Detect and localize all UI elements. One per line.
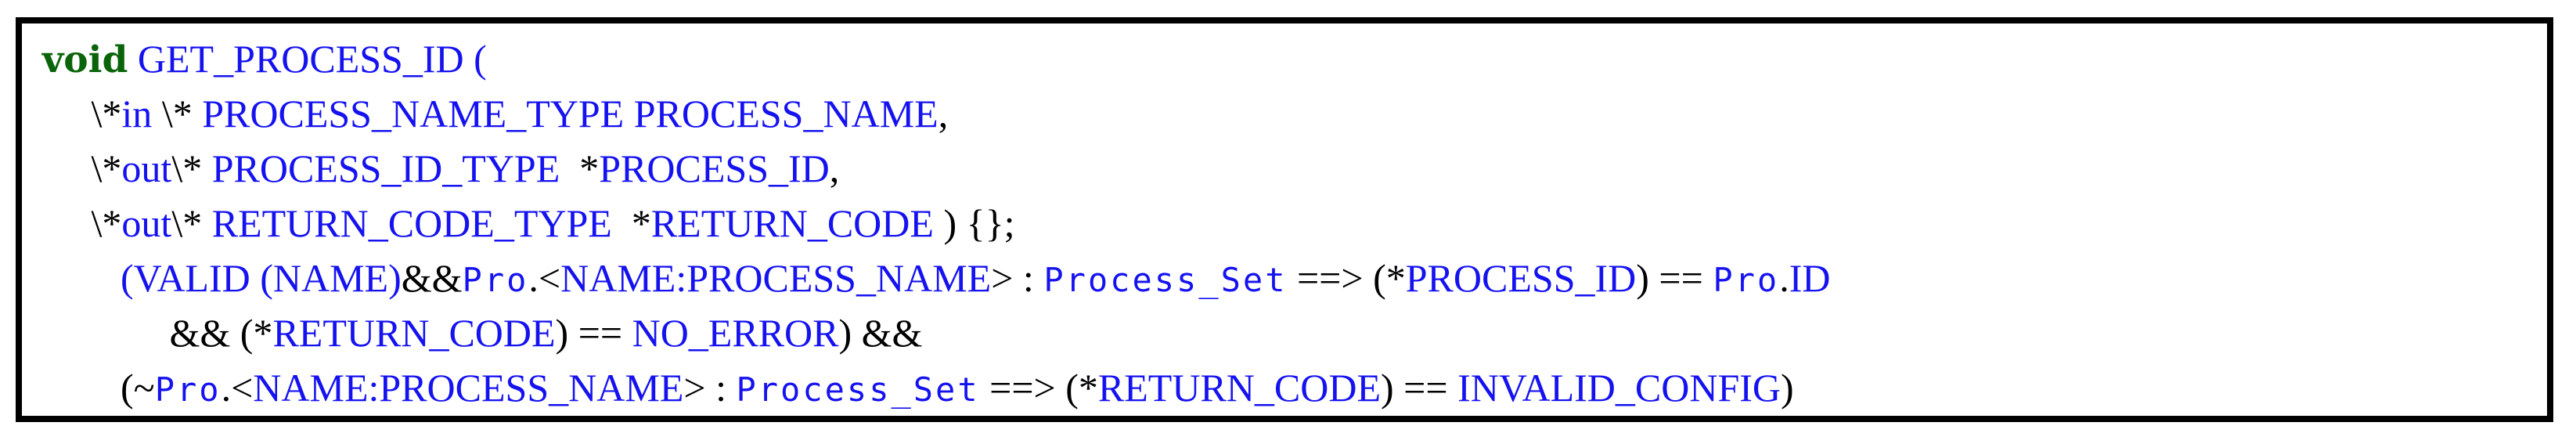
code-segment: . [1779, 256, 1789, 300]
code-segment: Process_Set [1043, 261, 1288, 299]
code-segment: NAME:PROCESS_NAME [560, 256, 992, 300]
code-segment: PROCESS_NAME_TYPE [202, 92, 625, 135]
code-segment: Pro [1713, 261, 1780, 299]
code-segment: * [560, 146, 600, 190]
code-segment [42, 201, 92, 245]
code-segment: Pro [154, 370, 222, 409]
code-segment: ) == [1636, 256, 1713, 300]
code-listing: void GET_PROCESS_ID ( \*in \* PROCESS_NA… [22, 23, 2547, 415]
code-segment: ID [1789, 256, 1831, 300]
code-segment: ==> [979, 366, 1066, 410]
code-segment: out [121, 146, 172, 190]
code-segment: (VALID (NAME) [121, 256, 402, 300]
code-segment: > [683, 366, 706, 410]
code-segment [624, 92, 634, 135]
code-segment: (* [1065, 366, 1098, 410]
code-line: void GET_PROCESS_ID ( [42, 31, 2547, 86]
code-segment: RETURN_CODE [1097, 366, 1382, 410]
code-line: \*out\* RETURN_CODE_TYPE *RETURN_CODE ) … [42, 196, 2547, 251]
code-segment [42, 92, 92, 135]
code-segment: < [231, 366, 254, 410]
code-segment: ) && [838, 311, 923, 355]
code-segment: \* [91, 201, 122, 245]
code-segment [128, 37, 138, 81]
code-line: \*out\* PROCESS_ID_TYPE *PROCESS_ID, [42, 141, 2547, 196]
code-segment: GET_PROCESS_ID [137, 37, 464, 81]
code-segment: \* [171, 201, 212, 245]
code-segment: NO_ERROR [632, 311, 839, 355]
code-segment: ( [463, 37, 487, 81]
code-segment: \* [171, 146, 212, 190]
code-segment: NAME:PROCESS_NAME [253, 366, 684, 410]
code-segment: . [528, 256, 539, 300]
code-segment: ==> [1287, 256, 1374, 300]
code-segment: Process_Set [736, 370, 980, 409]
code-segment: , [829, 146, 840, 190]
code-segment [42, 311, 170, 355]
code-segment: PROCESS_ID_TYPE [211, 146, 560, 190]
code-segment: \* [152, 92, 203, 135]
code-segment: ) == [1381, 366, 1458, 410]
code-segment: ) [1781, 366, 1794, 410]
code-segment: void [42, 38, 128, 81]
code-line: (~Pro.<NAME:PROCESS_NAME> : Process_Set … [42, 360, 2547, 415]
code-line: && (*RETURN_CODE) == NO_ERROR) && [42, 305, 2547, 360]
code-segment: (~ [121, 366, 155, 410]
code-segment: RETURN_CODE_TYPE [211, 201, 612, 245]
code-segment: \* [91, 146, 122, 190]
code-segment [42, 146, 92, 190]
code-segment: ) == [555, 311, 632, 355]
code-segment [42, 366, 121, 410]
code-segment: < [538, 256, 561, 300]
code-segment: > [991, 256, 1014, 300]
code-segment: * [611, 201, 651, 245]
code-segment: Pro [462, 261, 529, 299]
code-line: (VALID (NAME)&&Pro.<NAME:PROCESS_NAME> :… [42, 251, 2547, 305]
listing-frame: void GET_PROCESS_ID ( \*in \* PROCESS_NA… [16, 17, 2553, 422]
code-segment: PROCESS_ID [599, 146, 830, 190]
code-line: \*in \* PROCESS_NAME_TYPE PROCESS_NAME, [42, 86, 2547, 141]
code-segment: : [1013, 256, 1044, 300]
code-segment: PROCESS_NAME [633, 92, 939, 135]
code-segment: . [221, 366, 232, 410]
code-segment: PROCESS_ID [1405, 256, 1637, 300]
code-segment: out [121, 201, 172, 245]
code-segment: \* [91, 92, 122, 135]
code-segment: , [938, 92, 949, 135]
code-segment: INVALID_CONFIG [1457, 366, 1782, 410]
code-segment: : [705, 366, 737, 410]
code-segment [42, 256, 121, 300]
code-segment: in [121, 92, 153, 135]
code-segment: RETURN_CODE [272, 311, 556, 355]
code-segment: && [401, 256, 463, 300]
code-segment: && (* [169, 311, 273, 355]
code-segment: RETURN_CODE [650, 201, 934, 245]
code-segment: (* [1373, 256, 1406, 300]
code-segment: ) {}; [933, 201, 1015, 245]
